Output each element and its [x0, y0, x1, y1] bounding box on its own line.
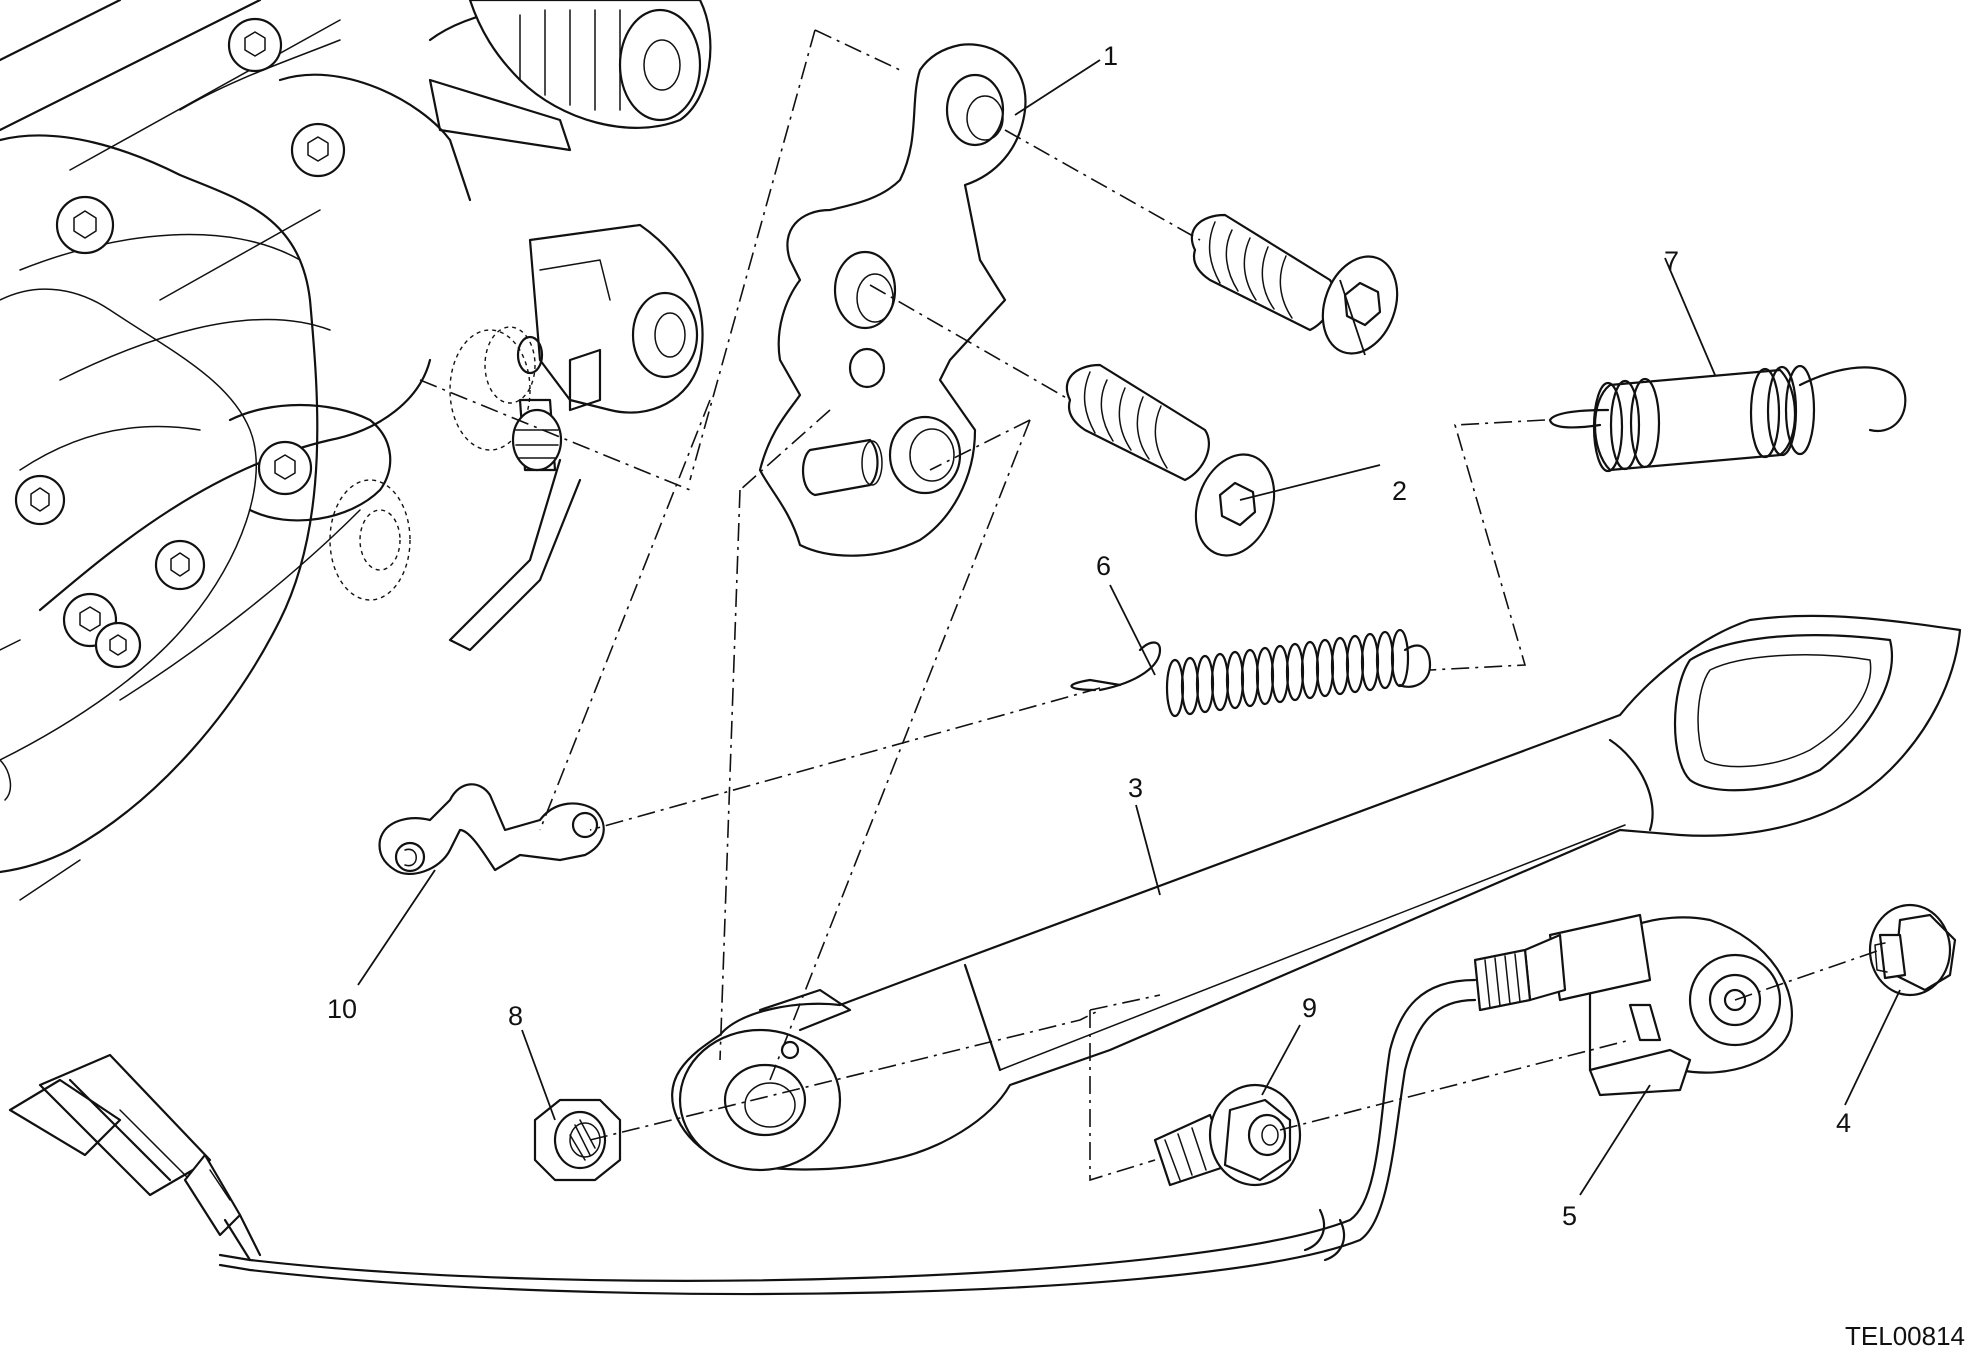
- callout-2: 2: [1392, 476, 1407, 506]
- casing-bolt-icon: [154, 539, 206, 591]
- part-3-side-stand: [671, 614, 1962, 1172]
- shaft-gear-icon: [428, 0, 712, 152]
- casing-bolt-icon: [55, 195, 115, 255]
- part-2-screw-lower: [1065, 363, 1276, 557]
- callout-10: 10: [327, 994, 357, 1024]
- callout-5: 5: [1562, 1201, 1577, 1231]
- part-6-coil-spring: [1070, 628, 1432, 718]
- engine-casing: [0, 0, 712, 901]
- callout-9: 9: [1302, 993, 1317, 1023]
- part-4-flange-bolt: [1868, 903, 1957, 997]
- part-2-screw-upper: [1190, 213, 1399, 355]
- part-7-spring: [1548, 364, 1907, 473]
- callout-6: 6: [1096, 551, 1111, 581]
- casing-bolt-icon: [290, 122, 346, 178]
- callout-4: 4: [1836, 1108, 1851, 1138]
- part-10-clip-plate: [378, 783, 605, 875]
- callout-3: 3: [1128, 773, 1143, 803]
- callout-8: 8: [508, 1001, 523, 1031]
- casing-bolt-icon: [227, 17, 283, 73]
- part-8-nut: [533, 1098, 622, 1182]
- wiring-connector-icon: [8, 1053, 262, 1262]
- part-1-stand-bracket: [758, 43, 1027, 557]
- casing-bolt-icon: [257, 440, 313, 496]
- assembly-lines: [419, 29, 1881, 1182]
- stand-mount-bracket: [329, 223, 704, 652]
- callout-7: 7: [1664, 246, 1679, 276]
- part-5-stand-switch: [218, 913, 1793, 1296]
- part-9-pivot-bolt: [1153, 1083, 1302, 1187]
- leader-lines: [357, 59, 1901, 1196]
- figure-code: TEL00814: [1845, 1321, 1965, 1351]
- callout-1: 1: [1103, 41, 1118, 71]
- casing-bolt-icon: [94, 621, 142, 669]
- callout-labels: 1 2 3 4 5 6 7 8 9 10: [327, 41, 1851, 1231]
- casing-bolt-icon: [14, 474, 66, 526]
